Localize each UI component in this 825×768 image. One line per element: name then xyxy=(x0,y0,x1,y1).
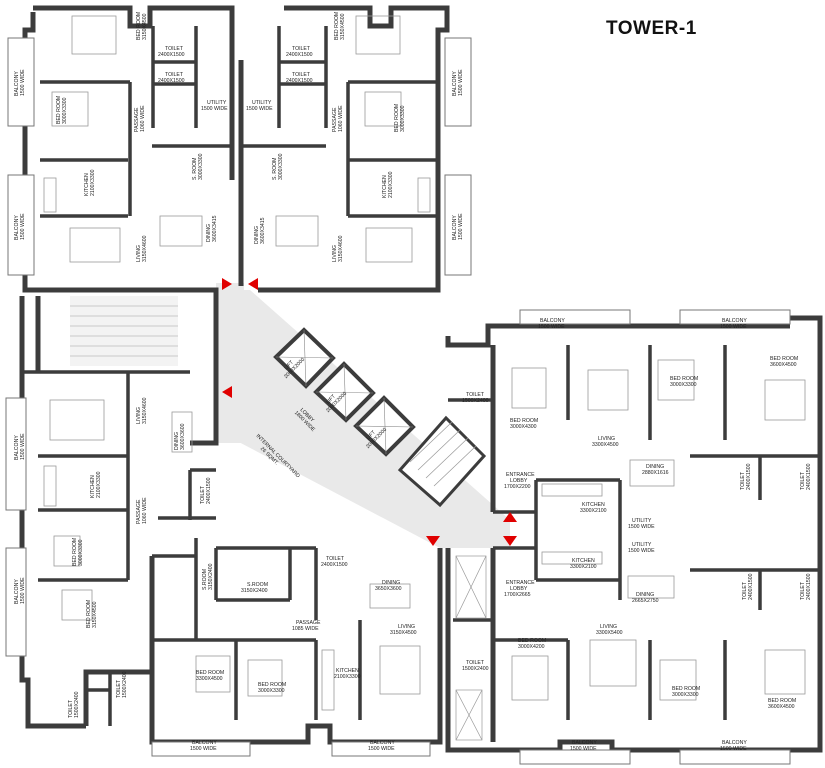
arrow-left-marker xyxy=(248,278,258,290)
arrow-down-marker xyxy=(503,536,517,546)
svg-text:TOILET2400X1500: TOILET2400X1500 xyxy=(286,46,313,58)
svg-text:BALCONY1500 WIDE: BALCONY1500 WIDE xyxy=(14,433,26,460)
svg-text:TOILET2400X1500: TOILET2400X1500 xyxy=(286,72,313,84)
svg-text:BALCONY1500 WIDE: BALCONY1500 WIDE xyxy=(452,69,464,96)
svg-text:S. ROOM3000X3300: S. ROOM3000X3300 xyxy=(192,153,204,180)
svg-text:BED ROOM3000X3300: BED ROOM3000X3300 xyxy=(670,376,698,388)
svg-text:BALCONY1500 WIDE: BALCONY1500 WIDE xyxy=(570,740,597,752)
svg-text:TOILET1500X2400: TOILET1500X2400 xyxy=(116,671,128,698)
svg-text:BALCONY1500 WIDE: BALCONY1500 WIDE xyxy=(452,213,464,240)
interior-walls xyxy=(22,26,820,726)
bottom-stair xyxy=(455,555,487,741)
svg-text:DINING3600X3415: DINING3600X3415 xyxy=(254,217,266,244)
svg-text:BED ROOM3000X3300: BED ROOM3000X3300 xyxy=(56,96,68,124)
svg-text:BALCONY1500 WIDE: BALCONY1500 WIDE xyxy=(368,740,395,752)
staircase xyxy=(397,415,487,508)
svg-text:PASSAGE1060 WIDE: PASSAGE1060 WIDE xyxy=(332,105,344,132)
svg-text:BED ROOM3000X3300: BED ROOM3000X3300 xyxy=(72,538,84,566)
svg-text:BED ROOM3150X4500: BED ROOM3150X4500 xyxy=(86,600,98,628)
svg-text:DINING3600X3415: DINING3600X3415 xyxy=(206,215,218,242)
svg-text:S.ROOM3150X2400: S.ROOM3150X2400 xyxy=(202,563,214,590)
svg-text:TOILET2400X1500: TOILET2400X1500 xyxy=(742,573,754,600)
page-title: TOWER-1 xyxy=(606,18,697,39)
label-bedroom: BED ROOM3150X4500 xyxy=(136,12,148,40)
svg-text:DINING3600X3600: DINING3600X3600 xyxy=(174,423,186,450)
svg-text:BALCONY1500 WIDE: BALCONY1500 WIDE xyxy=(14,69,26,96)
svg-text:TOILET2400X1500: TOILET2400X1500 xyxy=(800,573,812,600)
svg-text:TOILET2400X1500: TOILET2400X1500 xyxy=(321,556,348,568)
svg-text:BALCONY1500 WIDE: BALCONY1500 WIDE xyxy=(190,740,217,752)
svg-text:TOILET2400X1500: TOILET2400X1500 xyxy=(740,463,752,490)
svg-text:TOILET1500X2400: TOILET1500X2400 xyxy=(68,691,80,718)
svg-text:KITCHEN2100X3300: KITCHEN2100X3300 xyxy=(334,668,361,680)
svg-text:KITCHEN2100X3300: KITCHEN2100X3300 xyxy=(84,169,96,196)
lift-x-marks xyxy=(275,329,414,455)
svg-text:BED ROOM3000X3300: BED ROOM3000X3300 xyxy=(672,686,700,698)
furniture xyxy=(43,15,806,711)
svg-text:BALCONY1500 WIDE: BALCONY1500 WIDE xyxy=(538,318,565,330)
svg-text:PASSAGE1060 WIDE: PASSAGE1060 WIDE xyxy=(134,105,146,132)
arrow-up-marker xyxy=(503,512,517,522)
svg-text:KITCHEN2100X3300: KITCHEN2100X3300 xyxy=(90,471,102,498)
svg-text:BALCONY1500 WIDE: BALCONY1500 WIDE xyxy=(14,577,26,604)
svg-text:TOILET2400X1500: TOILET2400X1500 xyxy=(158,46,185,58)
svg-text:TOILET2400X1500: TOILET2400X1500 xyxy=(158,72,185,84)
svg-text:LIVING3150X4600: LIVING3150X4600 xyxy=(136,235,148,262)
arrow-left-marker xyxy=(222,386,232,398)
entrance-arrows xyxy=(222,278,517,546)
svg-text:KITCHEN2100X3300: KITCHEN2100X3300 xyxy=(382,171,394,198)
balconies xyxy=(5,37,791,765)
svg-text:BED ROOM3000X3300: BED ROOM3000X3300 xyxy=(394,104,406,132)
svg-text:BED ROOM3150X4500: BED ROOM3150X4500 xyxy=(334,12,346,40)
arrow-right-marker xyxy=(222,278,232,290)
svg-text:S.ROOM3150X2400: S.ROOM3150X2400 xyxy=(241,582,268,594)
svg-text:S. ROOM3000X3300: S. ROOM3000X3300 xyxy=(272,153,284,180)
svg-text:PASSAGE1060 WIDE: PASSAGE1060 WIDE xyxy=(136,497,148,524)
svg-text:TOILET2400X1500: TOILET2400X1500 xyxy=(200,477,212,504)
svg-text:BALCONY1500 WIDE: BALCONY1500 WIDE xyxy=(14,213,26,240)
svg-text:BED ROOM3000X3300: BED ROOM3000X3300 xyxy=(258,682,286,694)
svg-text:TOILET1500X2400: TOILET1500X2400 xyxy=(462,660,489,672)
svg-text:BALCONY1500 WIDE: BALCONY1500 WIDE xyxy=(720,740,747,752)
left-stair xyxy=(70,305,178,357)
svg-text:LIVING3150X4600: LIVING3150X4600 xyxy=(136,397,148,424)
svg-text:BALCONY1500 WIDE: BALCONY1500 WIDE xyxy=(720,318,747,330)
svg-text:LIVING3150X4600: LIVING3150X4600 xyxy=(332,235,344,262)
svg-text:TOILET1500X2400: TOILET1500X2400 xyxy=(462,392,489,404)
svg-text:TOILET2400X1500: TOILET2400X1500 xyxy=(800,463,812,490)
arrow-down-marker xyxy=(426,536,440,546)
